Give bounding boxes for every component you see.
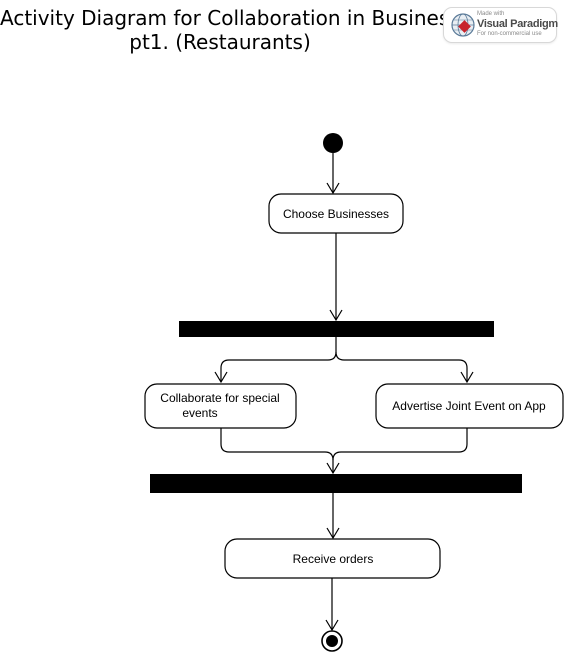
diagram-title-line-1: Activity Diagram for Collaboration in Bu… <box>0 6 460 30</box>
diagram-title-line-2: pt1. (Restaurants) <box>129 30 311 54</box>
flow-choose-to-fork <box>329 233 343 322</box>
action-advertise-label: Advertise Joint Event on App <box>392 399 546 413</box>
badge-brand-text: Visual Paradigm <box>477 18 558 30</box>
diagram-title: Activity Diagram for Collaboration in Bu… <box>0 6 460 54</box>
flow-branches-to-join <box>220 428 468 475</box>
initial-node <box>323 133 343 153</box>
action-choose-businesses: Choose Businesses <box>268 193 404 234</box>
badge-made-with-text: Made with <box>477 11 505 17</box>
action-receive-orders: Receive orders <box>224 538 441 579</box>
flow-join-to-receive <box>326 493 340 540</box>
flow-fork-to-branches <box>214 337 474 384</box>
action-collaborate-label-line-1: Collaborate for special <box>160 391 279 405</box>
final-node <box>321 630 343 652</box>
flow-start-to-choose <box>326 153 340 195</box>
flow-receive-to-final <box>325 578 339 632</box>
action-collaborate-label-line-2: events <box>182 406 217 420</box>
badge-note-text: For non-commercial use <box>477 31 542 37</box>
action-collaborate-special-events: Collaborate for special events <box>144 383 297 429</box>
action-receive-orders-label: Receive orders <box>293 552 374 566</box>
visual-paradigm-badge: Made with Visual Paradigm For non-commer… <box>443 7 558 43</box>
visual-paradigm-logo-icon <box>451 13 475 37</box>
fork-bar <box>179 321 494 337</box>
action-choose-businesses-label: Choose Businesses <box>283 207 389 221</box>
join-bar <box>150 474 522 493</box>
action-advertise-joint-event: Advertise Joint Event on App <box>375 383 564 429</box>
